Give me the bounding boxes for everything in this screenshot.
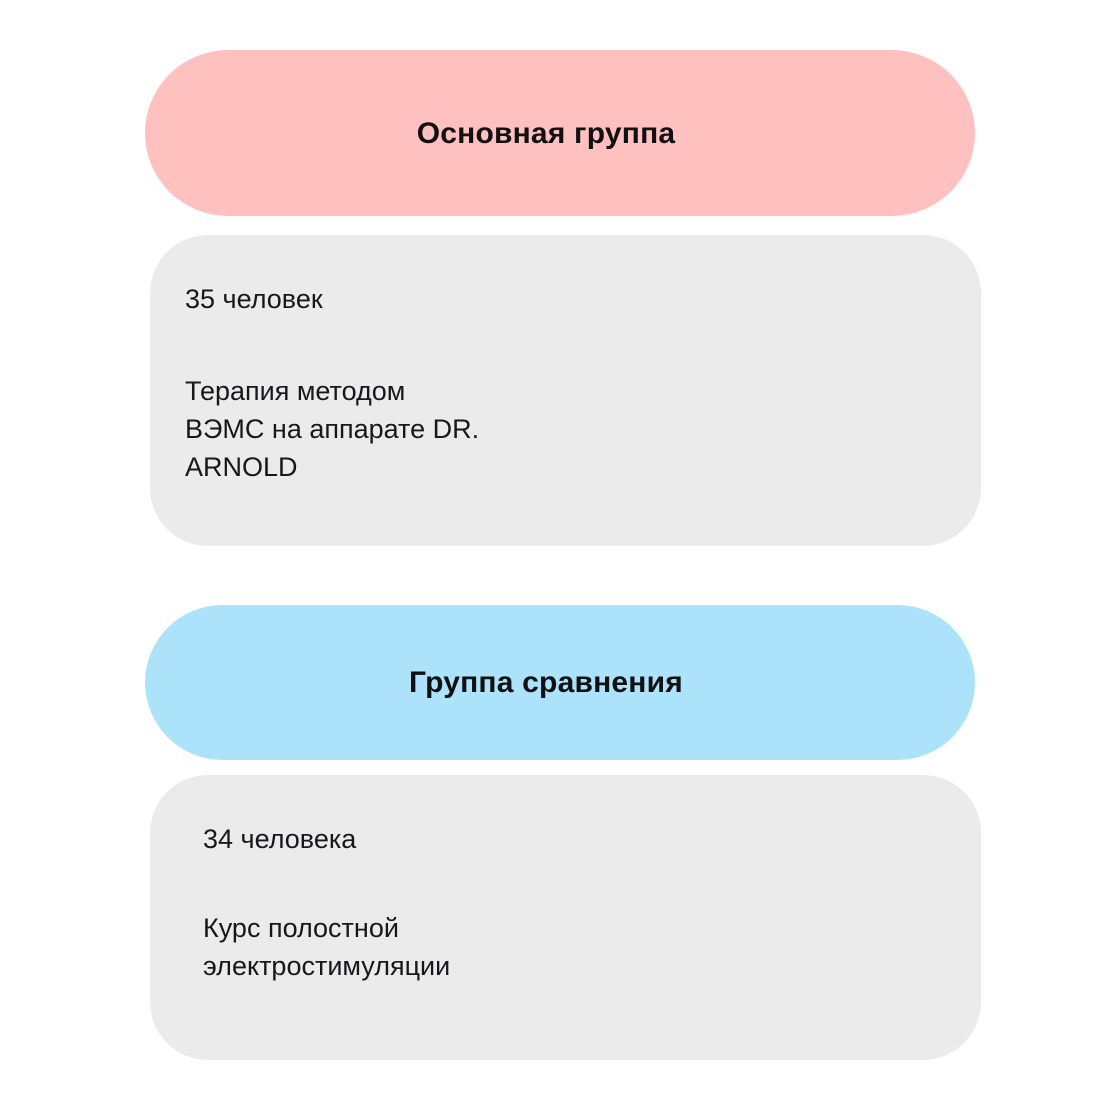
comparison-group-participant-count: 34 человека bbox=[203, 824, 357, 854]
comparison-group-description-line-1: Курс полостной bbox=[203, 912, 399, 943]
comparison-group-banner: Группа сравнения bbox=[145, 605, 975, 760]
comparison-group-description-line-2: электростимуляции bbox=[203, 951, 451, 982]
comparison-group-card: 34 человека Курс полостной электростимул… bbox=[150, 775, 981, 1060]
primary-group-banner-title: Основная группа bbox=[416, 116, 676, 150]
primary-group-banner: Основная группа bbox=[145, 50, 975, 216]
primary-group-description-line-3: ARNOLD bbox=[185, 452, 298, 483]
comparison-group-description: Курс полостной электростимуляции bbox=[203, 909, 941, 986]
primary-group-description-line-1: Терапия методом bbox=[185, 375, 406, 406]
primary-group-participant-count: 35 человек bbox=[185, 284, 323, 314]
primary-group-description: Терапия методом ВЭМС на аппарате DR. ARN… bbox=[185, 372, 941, 487]
primary-group-description-line-2: ВЭМС на аппарате DR. bbox=[185, 414, 480, 445]
primary-group-card: 35 человек Терапия методом ВЭМС на аппар… bbox=[150, 235, 981, 546]
comparison-group-banner-title: Группа сравнения bbox=[409, 666, 683, 699]
